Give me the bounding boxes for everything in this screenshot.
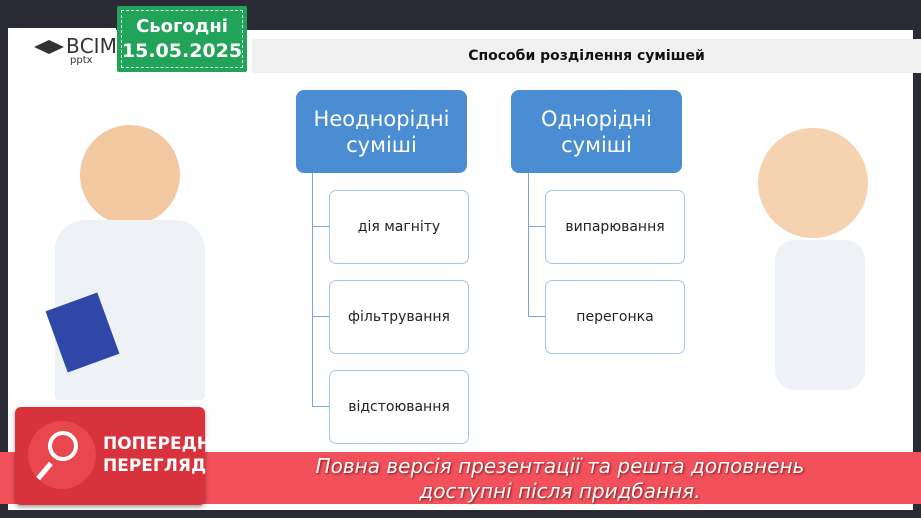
- preview-badge-label: ПОПЕРЕДНІЙ ПЕРЕГЛЯД: [103, 434, 232, 476]
- method-item: випарювання: [545, 190, 685, 264]
- magnifier-icon: [28, 421, 96, 489]
- logo: ВСІМ pptx: [8, 28, 117, 72]
- date-value: 15.05.2025: [121, 40, 243, 62]
- scientist-illustration: [80, 125, 180, 225]
- group-heading-homogeneous: Однорідні суміші: [511, 90, 682, 173]
- date-badge: Сьогодні 15.05.2025: [117, 6, 247, 72]
- method-item: дія магніту: [329, 190, 469, 264]
- logo-brand: ВСІМ: [66, 34, 117, 58]
- logo-sub: pptx: [70, 55, 93, 66]
- banner-line-1: Повна версія презентації та решта доповн…: [315, 454, 805, 478]
- method-item: відстоювання: [329, 370, 469, 444]
- date-label: Сьогодні: [136, 16, 228, 37]
- banner-line-2: доступні після придбання.: [419, 479, 701, 503]
- slide-title: Способи розділення сумішей: [252, 39, 921, 73]
- group-heading-heterogeneous: Неоднорідні суміші: [296, 90, 467, 173]
- preview-badge[interactable]: ПОПЕРЕДНІЙ ПЕРЕГЛЯД: [15, 407, 232, 505]
- boy-illustration: [758, 128, 868, 238]
- method-item: перегонка: [545, 280, 685, 354]
- method-item: фільтрування: [329, 280, 469, 354]
- graduation-cap-icon: [34, 40, 64, 54]
- boy-coat: [775, 240, 865, 390]
